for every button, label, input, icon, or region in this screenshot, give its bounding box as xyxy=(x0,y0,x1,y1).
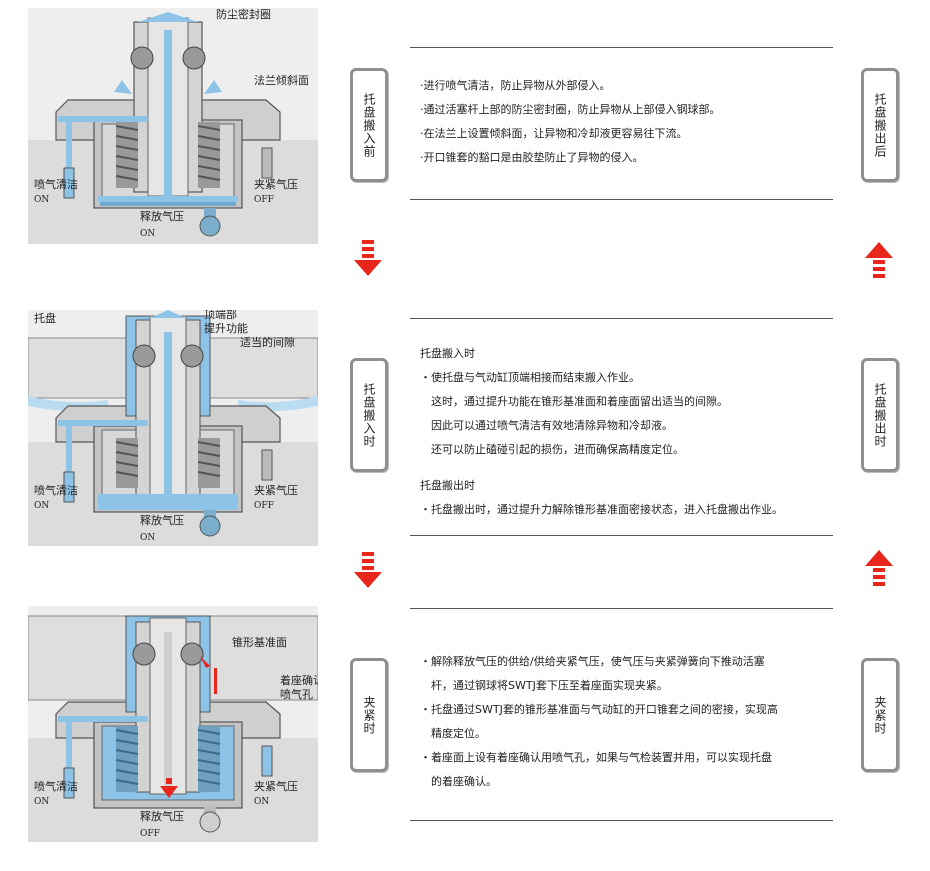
section-divider xyxy=(410,47,833,48)
section1-line: ·通过活塞杆上部的防尘密封圈，防止异物从上部侵入钢球部。 xyxy=(420,103,721,116)
lift-function-callout: 提升功能 xyxy=(204,322,248,335)
cylinder-diagram-clamped: 锥形基准面 着座确认用 喷气孔 喷气清洁 ON 夹紧气压 ON 释放气压 OFF xyxy=(28,606,318,842)
section3-line: ・托盘通过SWTJ套的锥形基准面与气动缸的开口锥套之间的密接，实现高 xyxy=(420,703,778,716)
section2-line: ・使托盘与气动缸顶端相接而结束搬入作业。 xyxy=(420,371,640,384)
section2-line: 因此可以通过喷气清洁有效地清除异物和冷却液。 xyxy=(420,419,673,432)
flange-slope-callout: 法兰倾斜面 xyxy=(254,74,309,87)
air-blow-state: ON xyxy=(34,501,50,511)
air-blow-label: 喷气清洁 xyxy=(34,178,78,191)
section2-line: 还可以防止磕碰引起的损伤，进而确保高精度定位。 xyxy=(420,443,684,456)
seating-check-callout-line2: 喷气孔 xyxy=(280,688,313,701)
pallet-label: 托盘 xyxy=(34,312,56,325)
cylinder-diagram-before-loading: 防尘密封圈 法兰倾斜面 喷气清洁 ON 夹紧气压 OFF 释放气压 ON xyxy=(28,8,318,244)
clamp-air-label: 夹紧气压 xyxy=(254,178,298,191)
up-arrow-icon xyxy=(865,550,893,586)
section3-line: ・解除释放气压的供给/供给夹紧气压，使气压与夹紧弹簧向下推动活塞 xyxy=(420,655,765,668)
air-blow-state: ON xyxy=(34,797,50,807)
section-divider xyxy=(410,820,833,821)
stage-tag-unloading: 托盘搬出时 xyxy=(861,358,899,472)
air-blow-label: 喷气清洁 xyxy=(34,780,78,793)
release-air-state: ON xyxy=(140,533,156,543)
clamp-air-state: OFF xyxy=(254,501,274,511)
release-air-state: ON xyxy=(140,229,156,239)
stage-tag-loading: 托盘搬入时 xyxy=(350,358,388,472)
section-divider xyxy=(410,608,833,609)
section1-text: ·进行喷气清洁，防止异物从外部侵入。 ·通过活塞杆上部的防尘密封圈，防止异物从上… xyxy=(420,74,721,170)
top-end-callout: 顶端部 xyxy=(204,310,237,321)
stage-tag-after-unloading: 托盘搬出后 xyxy=(861,68,899,182)
section1-line: ·进行喷气清洁，防止异物从外部侵入。 xyxy=(420,79,611,92)
clamp-air-state: ON xyxy=(254,797,270,807)
section2-out-text: 托盘搬出时 ・托盘搬出时，通过提升力解除锥形基准面密接状态，进入托盘搬出作业。 xyxy=(420,474,783,522)
section3-text: ・解除释放气压的供给/供给夹紧气压，使气压与夹紧弹簧向下推动活塞 杆，通过钢球将… xyxy=(420,650,778,794)
section3-line: 精度定位。 xyxy=(420,727,486,740)
section-divider xyxy=(410,199,833,200)
clamp-air-label: 夹紧气压 xyxy=(254,484,298,497)
section3-line: 的着座确认。 xyxy=(420,775,497,788)
section-divider xyxy=(410,535,833,536)
section2-text: 托盘搬入时 ・使托盘与气动缸顶端相接而结束搬入作业。 这时，通过提升功能在锥形基… xyxy=(420,342,728,462)
section3-line: ・着座面上设有着座确认用喷气孔，如果与气检装置并用，可以实现托盘 xyxy=(420,751,772,764)
dust-seal-callout: 防尘密封圈 xyxy=(216,8,271,21)
release-air-label: 释放气压 xyxy=(140,810,184,823)
section1-line: ·开口锥套的豁口是由胶垫防止了异物的侵入。 xyxy=(420,151,644,164)
section1-line: ·在法兰上设置倾斜面，让异物和冷却液更容易往下流。 xyxy=(420,127,688,140)
proper-gap-callout: 适当的间隙 xyxy=(240,336,295,349)
release-air-label: 释放气压 xyxy=(140,210,184,223)
down-arrow-icon xyxy=(354,552,382,588)
up-arrow-icon xyxy=(865,242,893,278)
section3-line: 杆，通过钢球将SWTJ套下压至着座面实现夹紧。 xyxy=(420,679,668,692)
stage-tag-clamped: 夹紧时 xyxy=(861,658,899,772)
clamp-air-state: OFF xyxy=(254,195,274,205)
section2-line: 这时，通过提升功能在锥形基准面和着座面留出适当的间隙。 xyxy=(420,395,728,408)
stage-tag-before-loading: 托盘搬入前 xyxy=(350,68,388,182)
release-air-label: 释放气压 xyxy=(140,514,184,527)
section2-line: ・托盘搬出时，通过提升力解除锥形基准面密接状态，进入托盘搬出作业。 xyxy=(420,503,783,516)
taper-reference-callout: 锥形基准面 xyxy=(232,636,287,649)
clamp-air-label: 夹紧气压 xyxy=(254,780,298,793)
seating-check-callout-line1: 着座确认用 xyxy=(280,674,318,687)
section-divider xyxy=(410,318,833,319)
stage-tag-clamping: 夹紧时 xyxy=(350,658,388,772)
cylinder-diagram-during-loading: 顶端部 提升功能 托盘 适当的间隙 喷气清洁 ON 夹紧气压 OFF 释放气压 … xyxy=(28,310,318,546)
air-blow-label: 喷气清洁 xyxy=(34,484,78,497)
down-arrow-icon xyxy=(354,240,382,276)
release-air-state: OFF xyxy=(140,829,160,839)
air-blow-state: ON xyxy=(34,195,50,205)
section2-heading-in: 托盘搬入时 xyxy=(420,347,475,360)
section2-heading-out: 托盘搬出时 xyxy=(420,479,475,492)
